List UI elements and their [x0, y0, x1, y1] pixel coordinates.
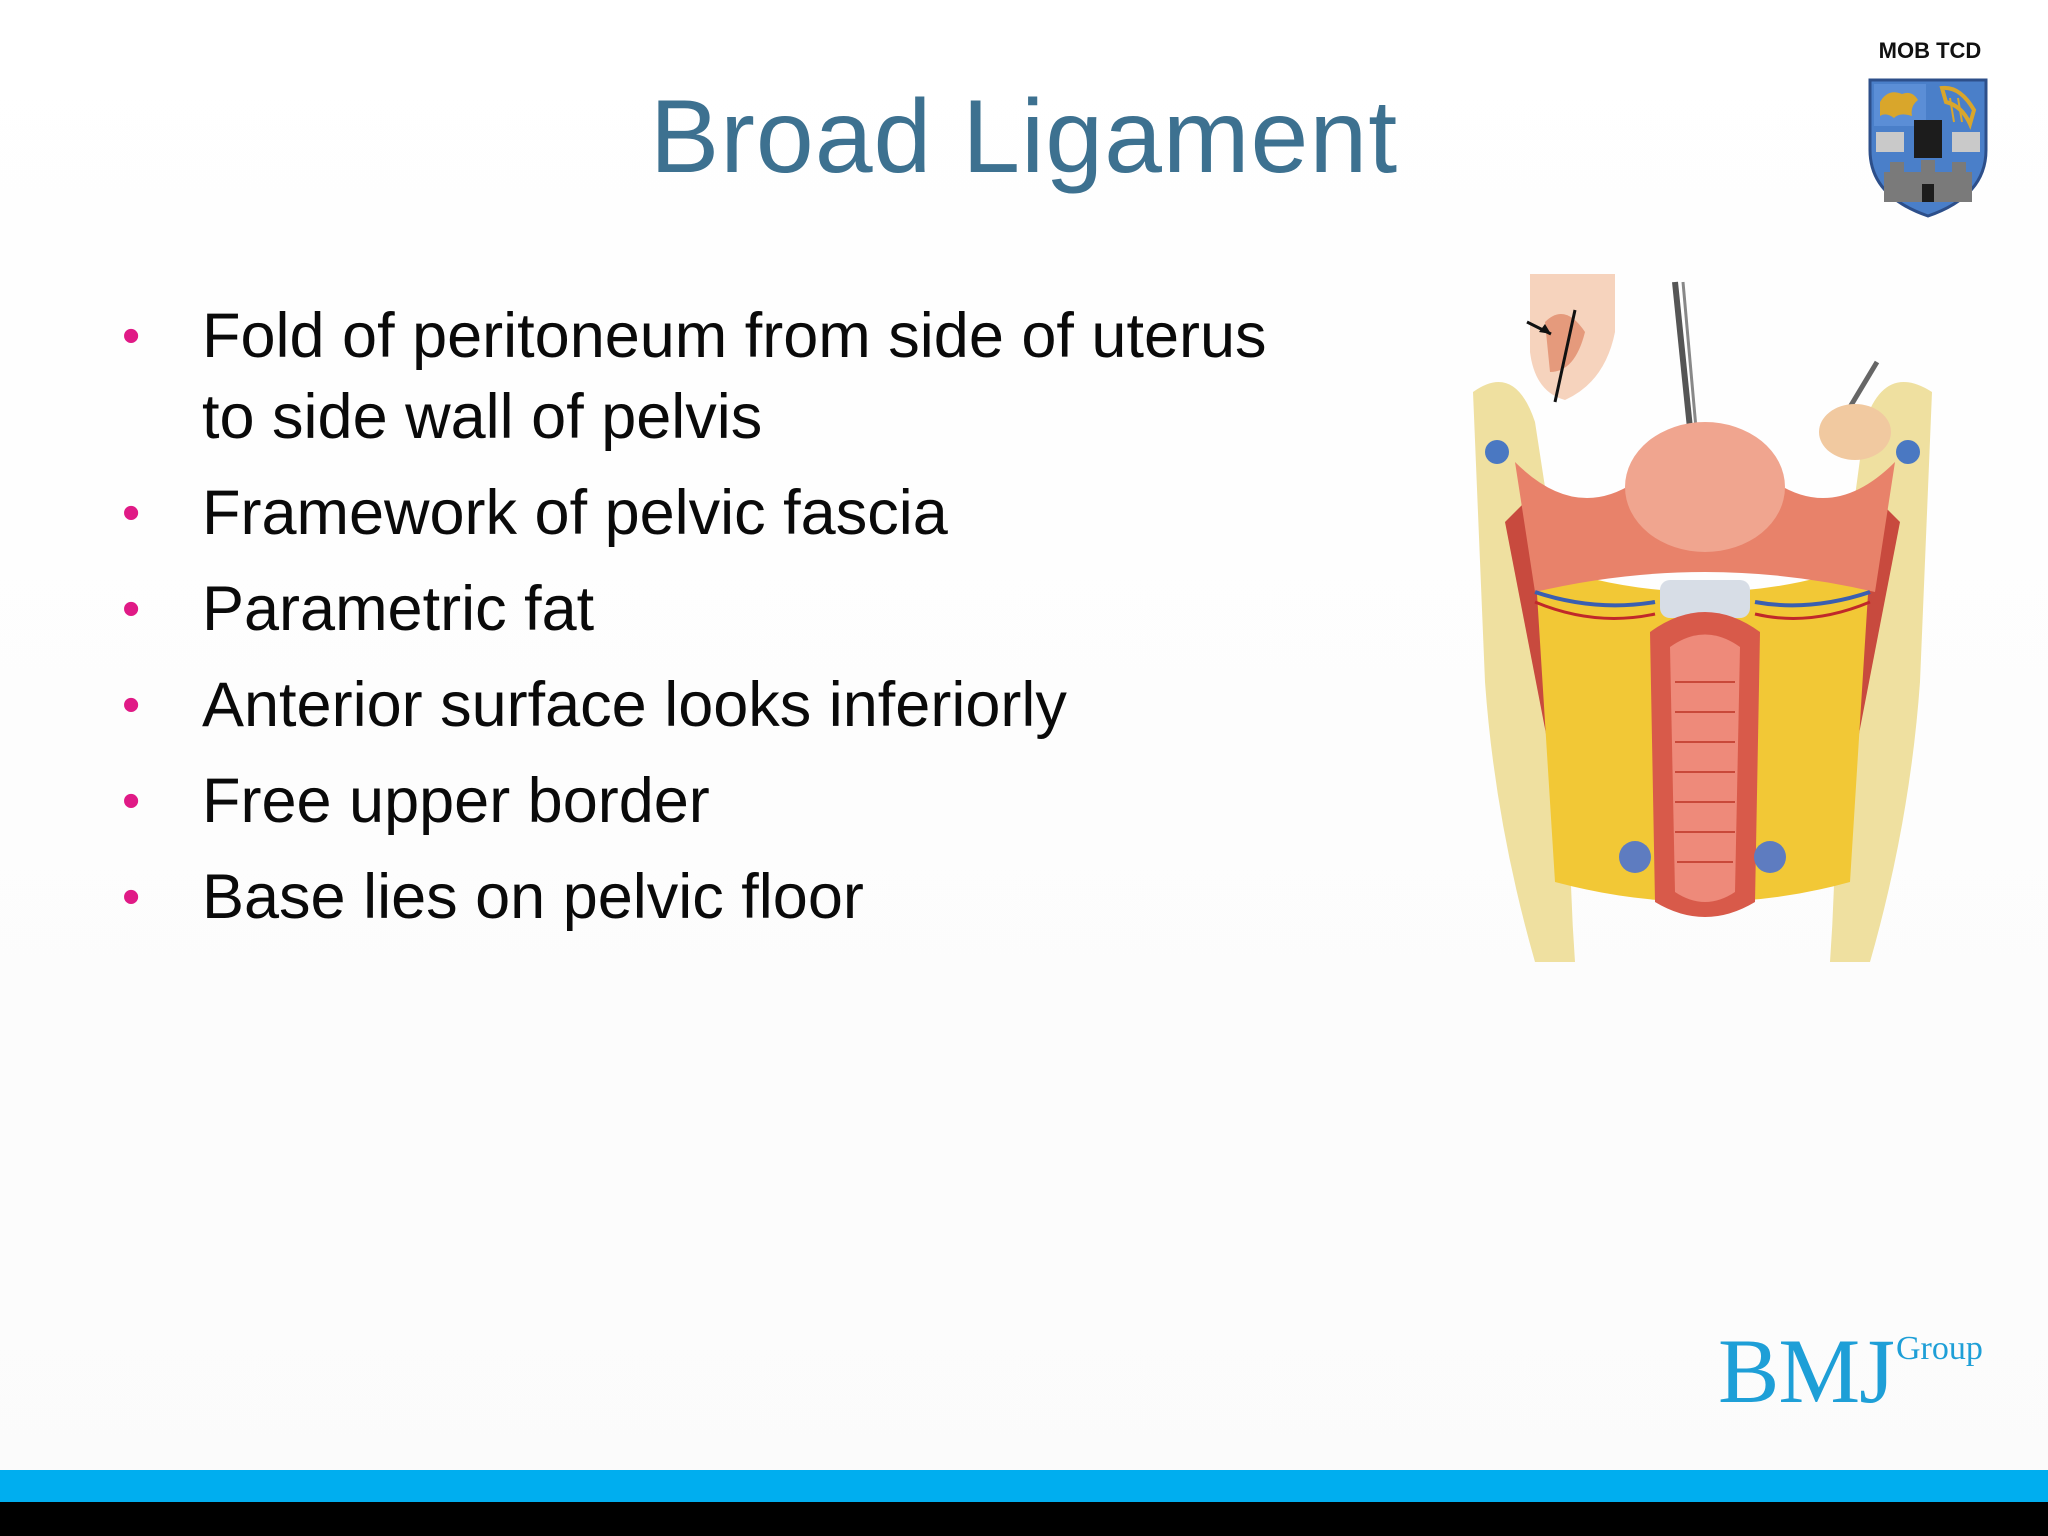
bullet-item: • Fold of peritoneum from side of uterus… — [110, 296, 1440, 458]
bmj-group-logo: BMJ Group — [1712, 1316, 1992, 1426]
uterus — [1625, 422, 1785, 552]
logo-wordmark: BMJ — [1718, 1320, 1895, 1422]
header-tag: MOB TCD — [1878, 38, 1982, 63]
bullet-item: • Framework of pelvic fascia — [110, 473, 1440, 554]
bullet-marker: • — [122, 307, 141, 365]
bullet-marker: • — [122, 484, 141, 542]
footer-bar — [0, 1502, 2048, 1536]
bullet-item: • Parametric fat — [110, 569, 1440, 650]
bullet-marker: • — [122, 772, 141, 830]
bullet-marker: • — [122, 676, 141, 734]
bullet-item: • Free upper border — [110, 761, 1440, 842]
bullet-text: Parametric fat — [202, 574, 595, 644]
bullet-list: • Fold of peritoneum from side of uterus… — [110, 296, 1440, 953]
bullet-text: Framework of pelvic fascia — [202, 478, 948, 548]
bullet-text: Free upper border — [202, 766, 710, 836]
pelvis-anatomy-illustration — [1473, 274, 1932, 962]
bullet-item: • Anterior surface looks inferiorly — [110, 665, 1440, 746]
bullet-text: Base lies on pelvic floor — [202, 862, 864, 932]
bullet-marker: • — [122, 580, 141, 638]
bullet-text-continued: to side wall of pelvis — [202, 382, 763, 452]
university-crest — [1868, 78, 1988, 218]
footer-accent-bar — [0, 1470, 2048, 1502]
bullet-marker: • — [122, 868, 141, 926]
slide-title: Broad Ligament — [649, 79, 1399, 195]
bullet-item: • Base lies on pelvic floor — [110, 857, 1440, 938]
bullet-text: Fold of peritoneum from side of uterus — [202, 301, 1267, 371]
bullet-text: Anterior surface looks inferiorly — [202, 670, 1067, 740]
logo-superscript: Group — [1896, 1330, 1983, 1367]
